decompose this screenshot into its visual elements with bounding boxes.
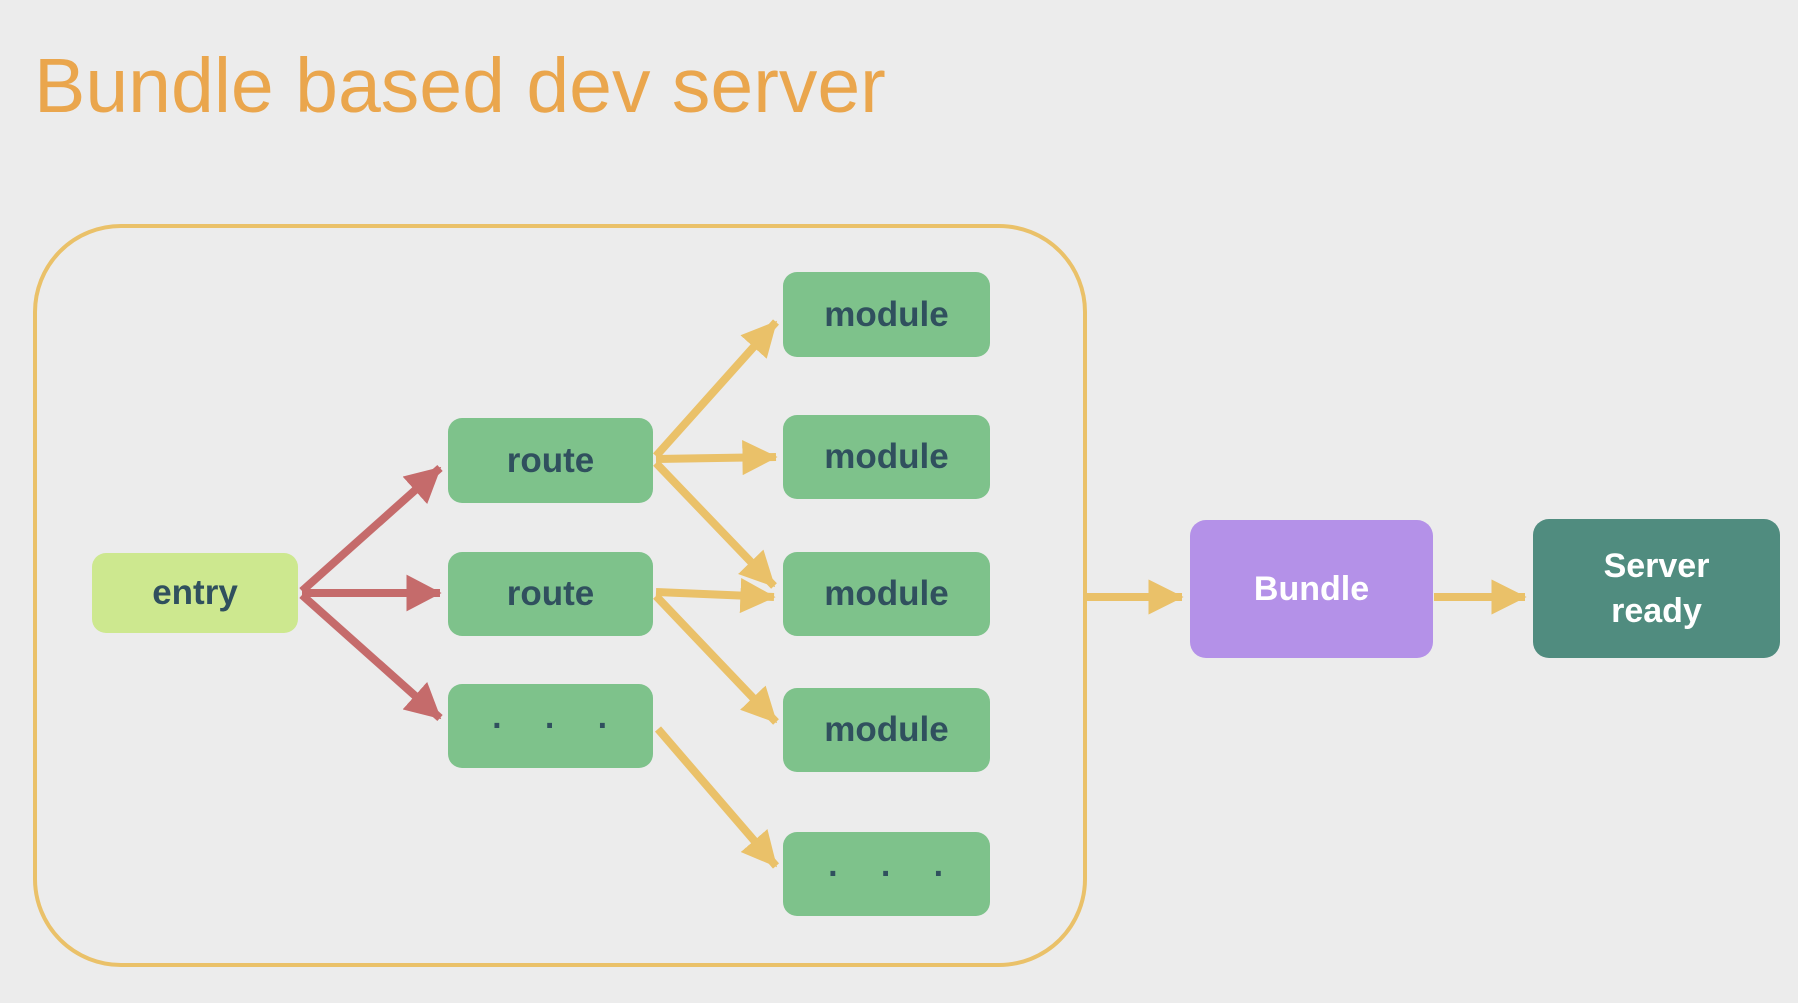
arrow-route1-to-module-3 xyxy=(653,460,777,589)
arrow-entry-to-route-ellipsis xyxy=(299,592,443,721)
node-module-3-label: module xyxy=(824,574,949,613)
node-bundle: Bundle xyxy=(1190,520,1433,658)
node-server-ready-label-line1: Server xyxy=(1603,546,1710,585)
node-route-ellipsis: · · · xyxy=(448,684,653,768)
node-server-ready-label-line2: ready xyxy=(1611,591,1702,630)
node-bundle-label: Bundle xyxy=(1253,569,1370,608)
arrow-route2-to-module-4 xyxy=(653,593,779,725)
node-server-ready: Server ready xyxy=(1533,519,1780,658)
arrow-entry-to-route-1 xyxy=(299,465,443,594)
node-route-1: route xyxy=(448,418,653,503)
arrow-route2-to-module-3 xyxy=(655,577,776,614)
arrow-route1-to-module-1 xyxy=(653,319,779,459)
node-module-1: module xyxy=(783,272,990,357)
arrow-route-ellipsis-to-module-ellipsis xyxy=(654,726,780,869)
node-module-4-label: module xyxy=(824,710,949,749)
arrow-route1-to-module-2 xyxy=(655,439,778,476)
page-title: Bundle based dev server xyxy=(34,43,886,129)
node-route-1-label: route xyxy=(506,440,595,480)
dev-server-boundary-box xyxy=(33,224,1087,967)
node-module-3: module xyxy=(783,552,990,636)
node-route-2: route xyxy=(448,552,653,636)
node-route-2-label: route xyxy=(506,574,595,613)
node-module-4: module xyxy=(783,688,990,772)
node-entry-label: entry xyxy=(152,573,238,612)
node-module-ellipsis-label: · · · xyxy=(828,854,961,893)
node-route-ellipsis-label: · · · xyxy=(492,706,625,745)
node-module-ellipsis: · · · xyxy=(783,832,990,916)
node-module-2-label: module xyxy=(824,437,949,476)
node-module-2: module xyxy=(783,415,990,499)
node-entry: entry xyxy=(92,553,298,633)
node-module-1-label: module xyxy=(824,294,949,334)
